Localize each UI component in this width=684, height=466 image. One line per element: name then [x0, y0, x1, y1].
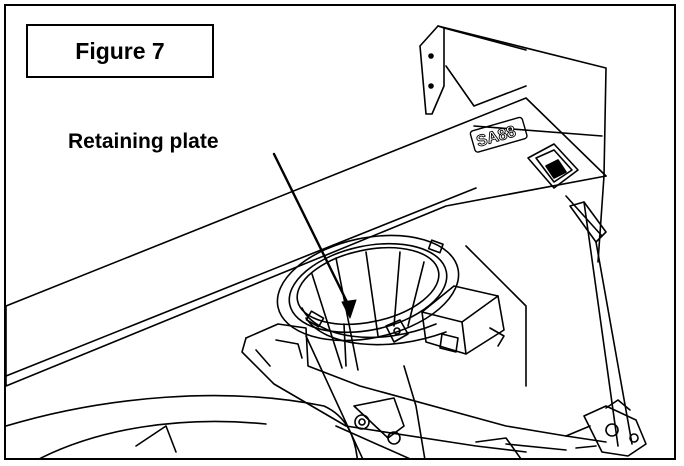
side-wall — [465, 175, 633, 447]
chute-motor — [385, 285, 505, 355]
rear-flange — [419, 25, 607, 177]
auger-housing — [6, 335, 426, 458]
chute-ring — [276, 234, 460, 371]
control-box — [527, 143, 579, 189]
figure-title: Figure 7 — [75, 37, 165, 64]
housing-top — [6, 97, 607, 387]
right-linkage — [565, 399, 647, 457]
hitch-arm — [241, 323, 607, 458]
model-decal: SA88 — [469, 116, 528, 153]
snowblower-line-drawing: SA88 — [6, 25, 647, 458]
retaining-plate-label: Retaining plate — [68, 130, 219, 153]
figure-label-box: Figure 7 — [26, 24, 214, 78]
figure-frame: SA88 — [4, 4, 676, 460]
callout-arrow — [272, 152, 357, 319]
